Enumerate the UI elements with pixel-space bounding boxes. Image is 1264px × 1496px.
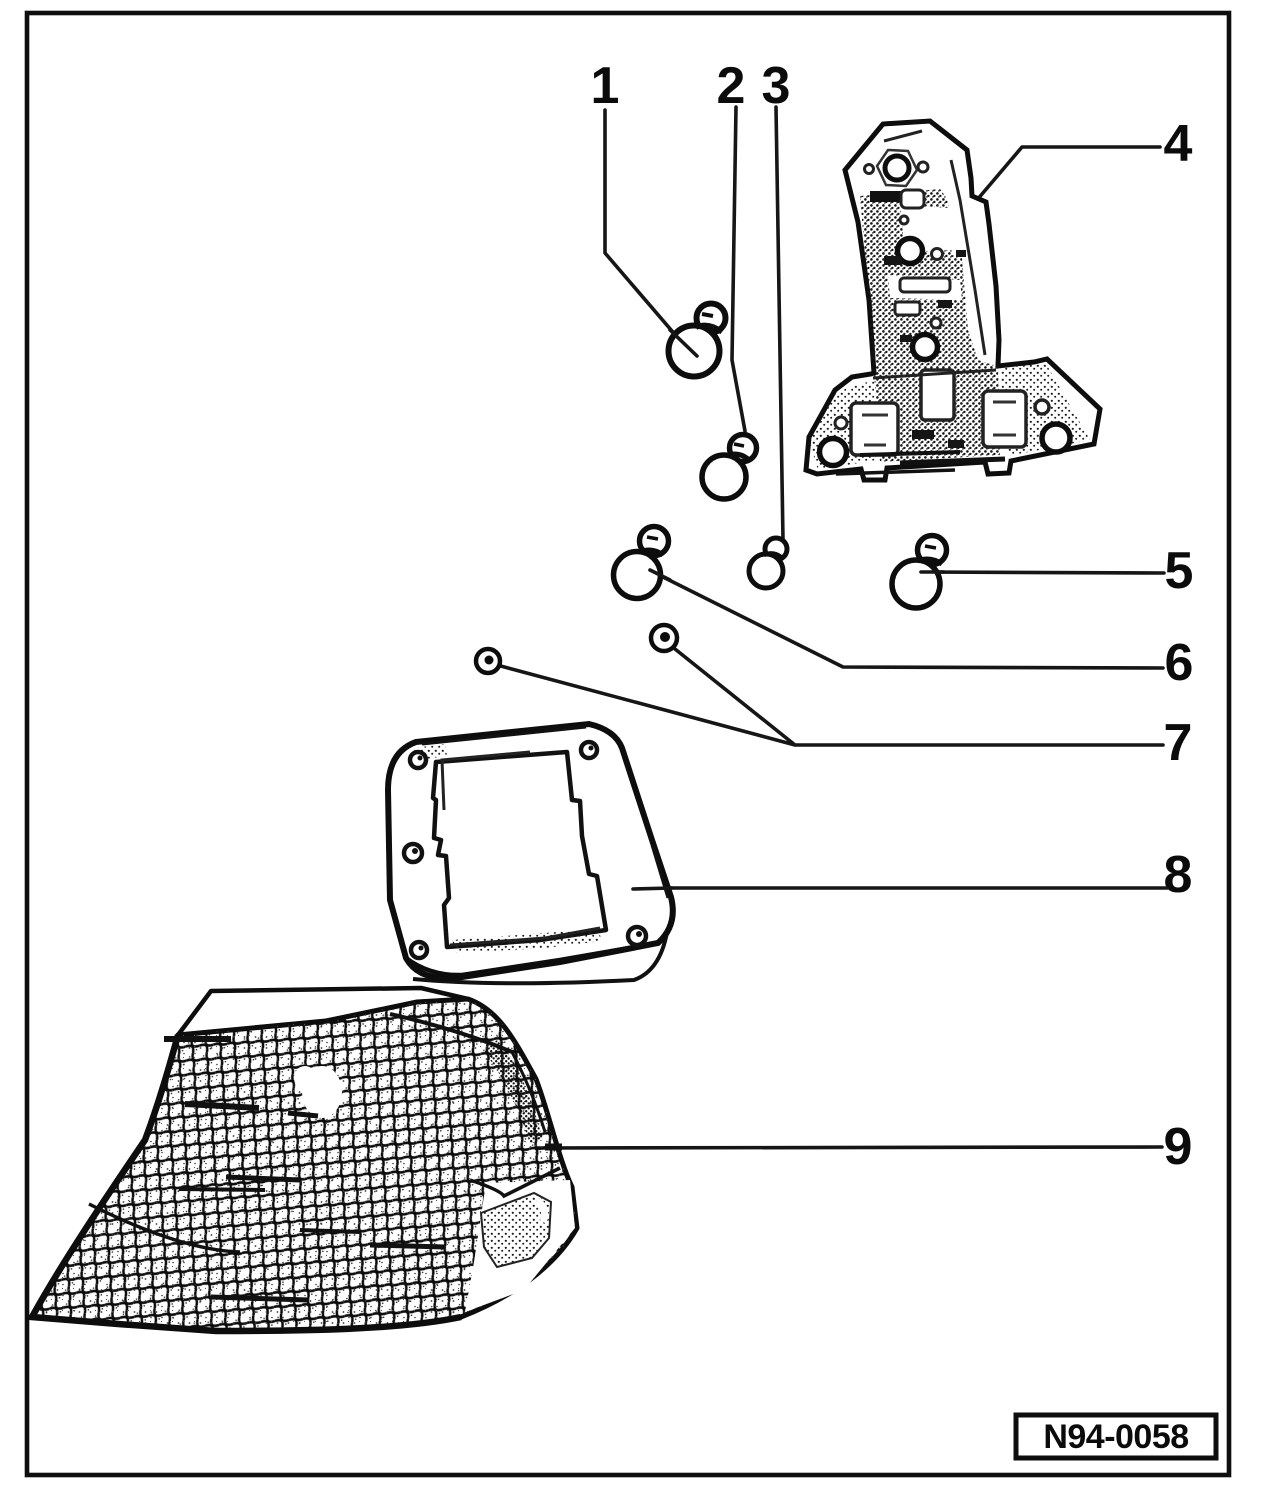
svg-text:5: 5 bbox=[1165, 542, 1194, 600]
svg-text:N94-0058: N94-0058 bbox=[1043, 1418, 1188, 1456]
svg-text:1: 1 bbox=[591, 57, 620, 115]
svg-text:8: 8 bbox=[1164, 846, 1193, 904]
svg-text:6: 6 bbox=[1165, 634, 1194, 692]
svg-text:4: 4 bbox=[1164, 115, 1193, 173]
svg-text:2: 2 bbox=[717, 57, 746, 115]
svg-text:9: 9 bbox=[1164, 1118, 1193, 1176]
svg-text:7: 7 bbox=[1164, 714, 1193, 772]
